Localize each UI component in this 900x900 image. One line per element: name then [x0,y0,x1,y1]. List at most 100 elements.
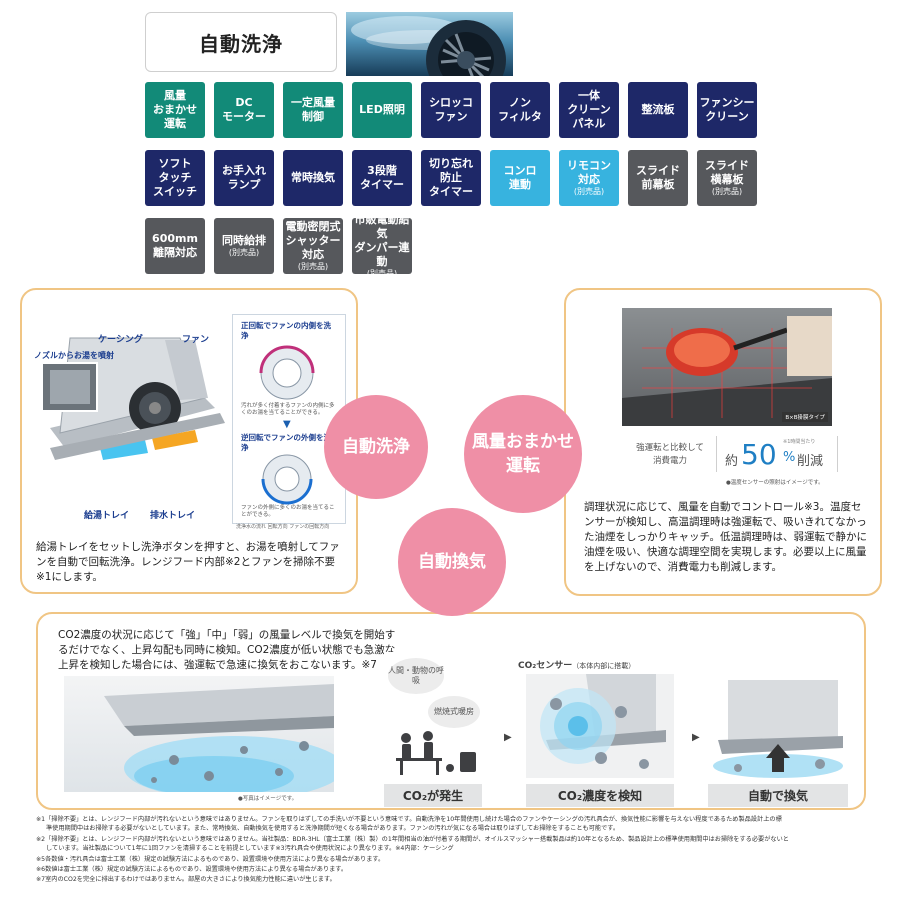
feature-badge: 同時給排(別売品) [214,218,274,274]
co2-detect-stage [526,674,674,778]
airflow-panel: B×B掛膜タイプ 強運転と比較して 消費電力 約 50 ※1時間当たり % 削減… [564,288,882,596]
feature-badge-line: 連動 [509,178,531,191]
feature-badge-line: 防止 [440,171,462,184]
feature-badge: ファンシークリーン [697,82,757,138]
feature-badge-line: スライド [705,159,749,172]
feature-badge: 一定風量制御 [283,82,343,138]
feature-badge: 市販電動給気ダンパー連動(別売品) [352,213,412,278]
feature-badge-line: 対応 [578,173,600,186]
feature-badge-line: ノン [509,96,531,109]
forward-rotation-title: 正回転でファンの内側を洗浄 [241,321,331,340]
co2-sensor-title: CO₂センサー [518,661,573,671]
header-photo [346,12,513,76]
feature-badge-line: 離隔対応 [153,246,197,259]
reduction-prefix: 約 [725,454,739,469]
footnote: しています。当社製品について1年に1回ファンを清掃することを前提としています※3… [46,845,454,852]
feature-badge-line: LED照明 [359,103,405,116]
co2-source-stage: 人間・動物の呼吸 燃焼式暖房 [384,652,482,778]
feature-badge-line: 整流板 [641,103,675,116]
circle-auto-vent: 自動換気 [398,508,506,616]
feature-badge-line: モーター [222,110,266,123]
feature-badge: ソフトタッチスイッチ [145,150,205,206]
footnote: ※1「掃除不要」とは、レンジフード内部が汚れないという意味ではありません。ファン… [36,816,782,823]
co2-sensor-sub: （本体内部に搭載） [572,662,636,670]
footnote: ※2「掃除不要」とは、レンジフード内部が汚れないという意味ではありません。当社製… [36,836,789,843]
footnote: 準使用期間中はお掃除する必要がないとしています。また、常時換気、自動換気を使用す… [46,825,620,832]
feature-badge-line: 3段階 [367,164,397,177]
page-title: 自動洗浄 [145,12,337,72]
feature-badge-line: パネル [572,117,606,130]
feature-badge-line: 電動密閉式 [285,220,341,233]
feature-badge: 3段階タイマー [352,150,412,206]
supply-tray-label: 給湯トレイ [84,511,130,521]
sensor-note: ●温度センサーの照射はイメージです。 [726,480,824,486]
feature-badge: スライド横幕板(別売品) [697,150,757,206]
feature-badge: コンロ連動 [490,150,550,206]
feature-badge-sub: (別売品) [711,187,743,196]
auto-wash-panel: ノズルからお湯を噴射 ケーシング ファン 給湯トレイ 排水トレイ 正回転でファン… [20,288,358,594]
forward-rotation-note: 汚れが多く付着するファンの内側に多くのお湯を当てることができる。 [241,403,335,416]
footnote: ※7室内のCO2を完全に排出するわけではありません。部屋の大きさにより換気能力性… [36,876,336,883]
feature-badge-line: シロッコ [429,96,473,109]
feature-badge-sub: (別売品) [228,248,260,257]
nozzle-label: ノズルからお湯を噴射 [34,351,114,360]
reduction-figure: 約 50 ※1時間当たり % 削減 [716,436,838,472]
step-co2-generated: CO₂が発生 [384,784,482,807]
forward-fan-icon [259,345,315,400]
drain-tray-label: 排水トレイ [150,511,196,521]
feature-badge-line: お手入れ [222,164,266,177]
feature-badge-line: ファンシー [699,96,755,109]
hood-airflow-photo [64,676,334,792]
step-auto-vent: 自動で換気 [708,784,848,807]
feature-badge: お手入れランプ [214,150,274,206]
feature-badge-line: 600mm [152,232,198,245]
spray-fan-illustration [351,16,506,76]
feature-badge: 一体クリーンパネル [559,82,619,138]
down-arrow-icon: ▼ [283,419,291,430]
feature-badge: シロッコファン [421,82,481,138]
feature-badge: 常時換気 [283,150,343,206]
feature-badge-line: ランプ [227,178,261,191]
footnote: ※6数値は富士工業（株）規定の試験方法によるものであり、設置環境や使用方法により… [36,866,348,873]
reduction-suffix: 削減 [797,454,824,469]
auto-vent-description: CO2濃度の状況に応じて「強」「中」「弱」の風量レベルで換気を開始するだけでなく… [58,629,396,671]
compare-label-line: 強運転と比較して [636,443,704,453]
feature-badge-line: リモコン [567,159,611,172]
compare-label: 強運転と比較して 消費電力 [624,442,716,468]
feature-badge-line: DC [235,96,253,109]
feature-badge: 整流板 [628,82,688,138]
circle-airflow-line: 風量おまかせ [472,432,574,452]
feature-badge-line: スライド [636,164,680,177]
feature-badge-line: 風量 [164,89,186,102]
feature-badge-line: 常時換気 [291,171,335,184]
reduction-note: ※1時間当たり [783,439,816,445]
fan-rotation-diagram: 正回転でファンの内側を洗浄 汚れが多く付着するファンの内側に多くのお湯を当てるこ… [232,314,346,524]
feature-badge: 電動密閉式シャッター対応(別売品) [283,218,343,274]
feature-badge-line: 切り忘れ [429,157,473,170]
feature-badge-line: タッチ [158,171,192,184]
feature-badge: LED照明 [352,82,412,138]
fan-label: ファン [182,335,210,345]
feature-badge-line: 一定風量 [291,96,335,109]
rotation-legend: 洗浄水の流れ 回転方向 ファンの回転方向 [236,524,344,531]
feature-badge-line: 前幕板 [641,178,675,191]
reverse-rotation-title: 逆回転でファンの外側を洗浄 [241,433,331,452]
feature-badge-line: タイマー [429,185,473,198]
feature-badge-line: タイマー [360,178,404,191]
feature-badge-line: ダンパー連動 [354,241,410,268]
hood-cutaway-illustration [41,337,225,460]
reverse-rotation-note: ファンの外側に多くのお湯を当てることができる。 [241,505,335,518]
footnote: ※5各数値・汚れ具合は富士工業（株）規定の試験方法によるものであり、設置環境や使… [36,856,385,863]
frying-pan-sensor-illustration [622,316,832,426]
feature-badge-line: 一体 [578,89,600,102]
feature-badge: 切り忘れ防止タイマー [421,150,481,206]
stove-photo: B×B掛膜タイプ [622,308,832,426]
feature-badge-line: コンロ [503,164,537,177]
step-co2-detected: CO₂濃度を検知 [526,784,674,807]
circle-airflow-line: 運転 [506,456,540,476]
feature-badge-line: クリーン [705,110,749,123]
photo-note: ●写真はイメージです。 [238,796,298,802]
feature-badge-line: ソフト [158,157,192,170]
auto-vent-illustration [713,680,843,778]
photo-tag: B×B掛膜タイプ [782,412,828,422]
